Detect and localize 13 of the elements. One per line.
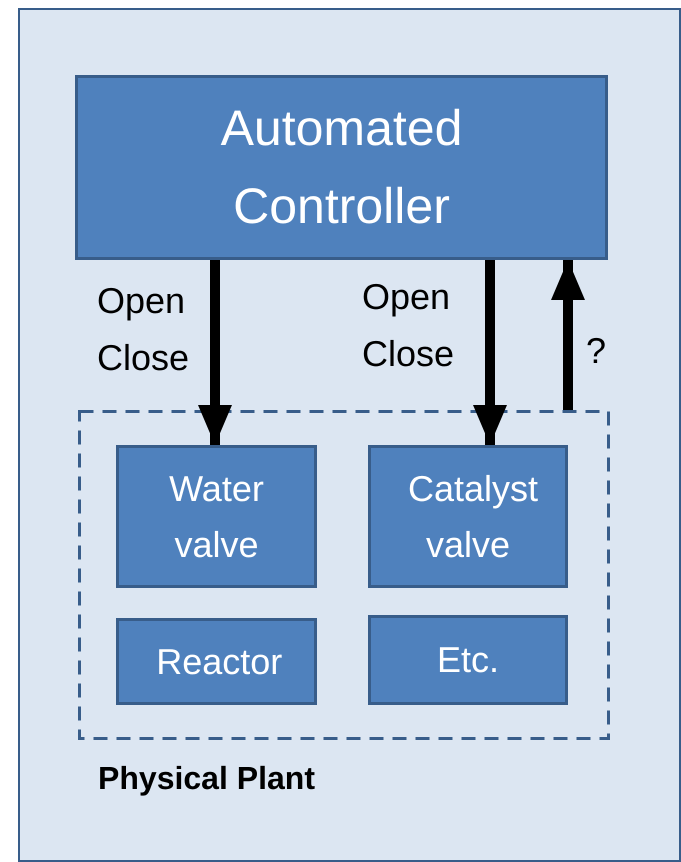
component-box xyxy=(368,445,568,588)
component-box xyxy=(368,615,568,705)
box-label: Etc. xyxy=(436,638,500,682)
arrow xyxy=(551,260,585,410)
controller-box xyxy=(75,75,608,260)
box-label: Water valve xyxy=(168,466,265,566)
box-label: Reactor xyxy=(155,640,283,684)
arrow xyxy=(473,260,507,445)
component-box xyxy=(116,445,317,588)
arrow xyxy=(198,260,232,445)
component-box xyxy=(116,618,317,705)
group-title: Physical Plant xyxy=(98,760,315,797)
box-label: Automated Controller xyxy=(220,99,464,236)
